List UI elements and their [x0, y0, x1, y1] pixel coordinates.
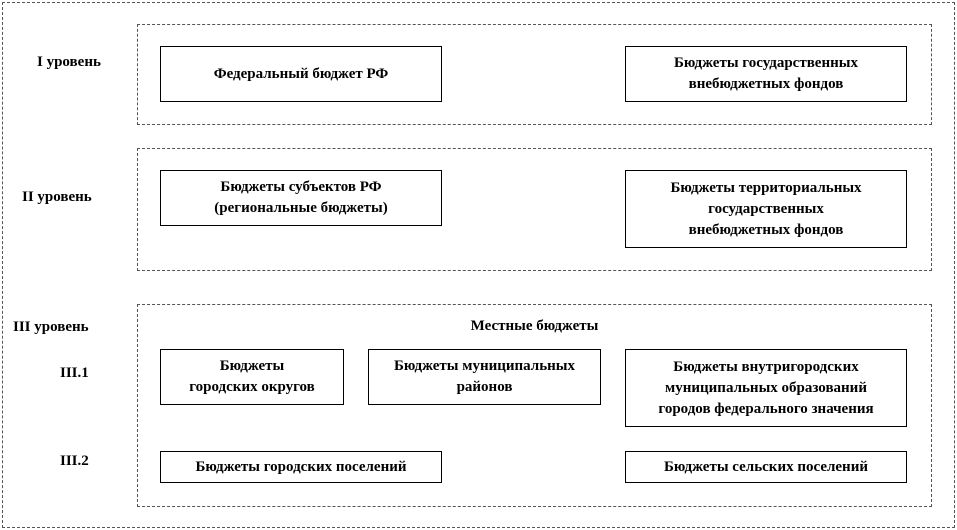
regional-budgets-box: Бюджеты субъектов РФ (региональные бюдже… [160, 170, 442, 226]
local-budgets-title: Местные бюджеты [470, 318, 599, 334]
urban-settlements-box: Бюджеты городских поселений [160, 451, 442, 483]
regional-budgets-text: Бюджеты субъектов РФ (региональные бюдже… [214, 179, 388, 216]
level-2-label: II уровень [22, 189, 92, 205]
municipal-districts-text: Бюджеты муниципальных районов [393, 358, 576, 395]
level-3-group [137, 304, 932, 507]
federal-budget-box: Федеральный бюджет РФ [160, 46, 442, 102]
urban-districts-text: Бюджеты городских округов [189, 358, 315, 395]
state-extrabudgetary-funds-box: Бюджеты государственных внебюджетных фон… [625, 46, 907, 102]
urban-districts-box: Бюджеты городских округов [160, 349, 344, 405]
federal-budget-text: Федеральный бюджет РФ [213, 65, 389, 82]
municipal-districts-box: Бюджеты муниципальных районов [368, 349, 601, 405]
level-3-2-label: III.2 [60, 453, 89, 469]
territorial-funds-text: Бюджеты территориальных государственных … [670, 179, 862, 238]
rural-settlements-text: Бюджеты сельских поселений [664, 458, 868, 475]
territorial-funds-box: Бюджеты территориальных государственных … [625, 170, 907, 248]
level-3-label: III уровень [13, 319, 89, 335]
intracity-municipalities-text: Бюджеты внутригородских муниципальных об… [658, 358, 874, 417]
intracity-municipalities-box: Бюджеты внутригородских муниципальных об… [625, 349, 907, 427]
state-extrabudgetary-funds-text: Бюджеты государственных внебюджетных фон… [674, 55, 858, 92]
level-1-label: I уровень [37, 54, 101, 70]
level-2-group [137, 148, 932, 271]
rural-settlements-box: Бюджеты сельских поселений [625, 451, 907, 483]
urban-settlements-text: Бюджеты городских поселений [195, 458, 407, 475]
level-3-1-label: III.1 [60, 365, 89, 381]
level-1-group [137, 24, 932, 125]
